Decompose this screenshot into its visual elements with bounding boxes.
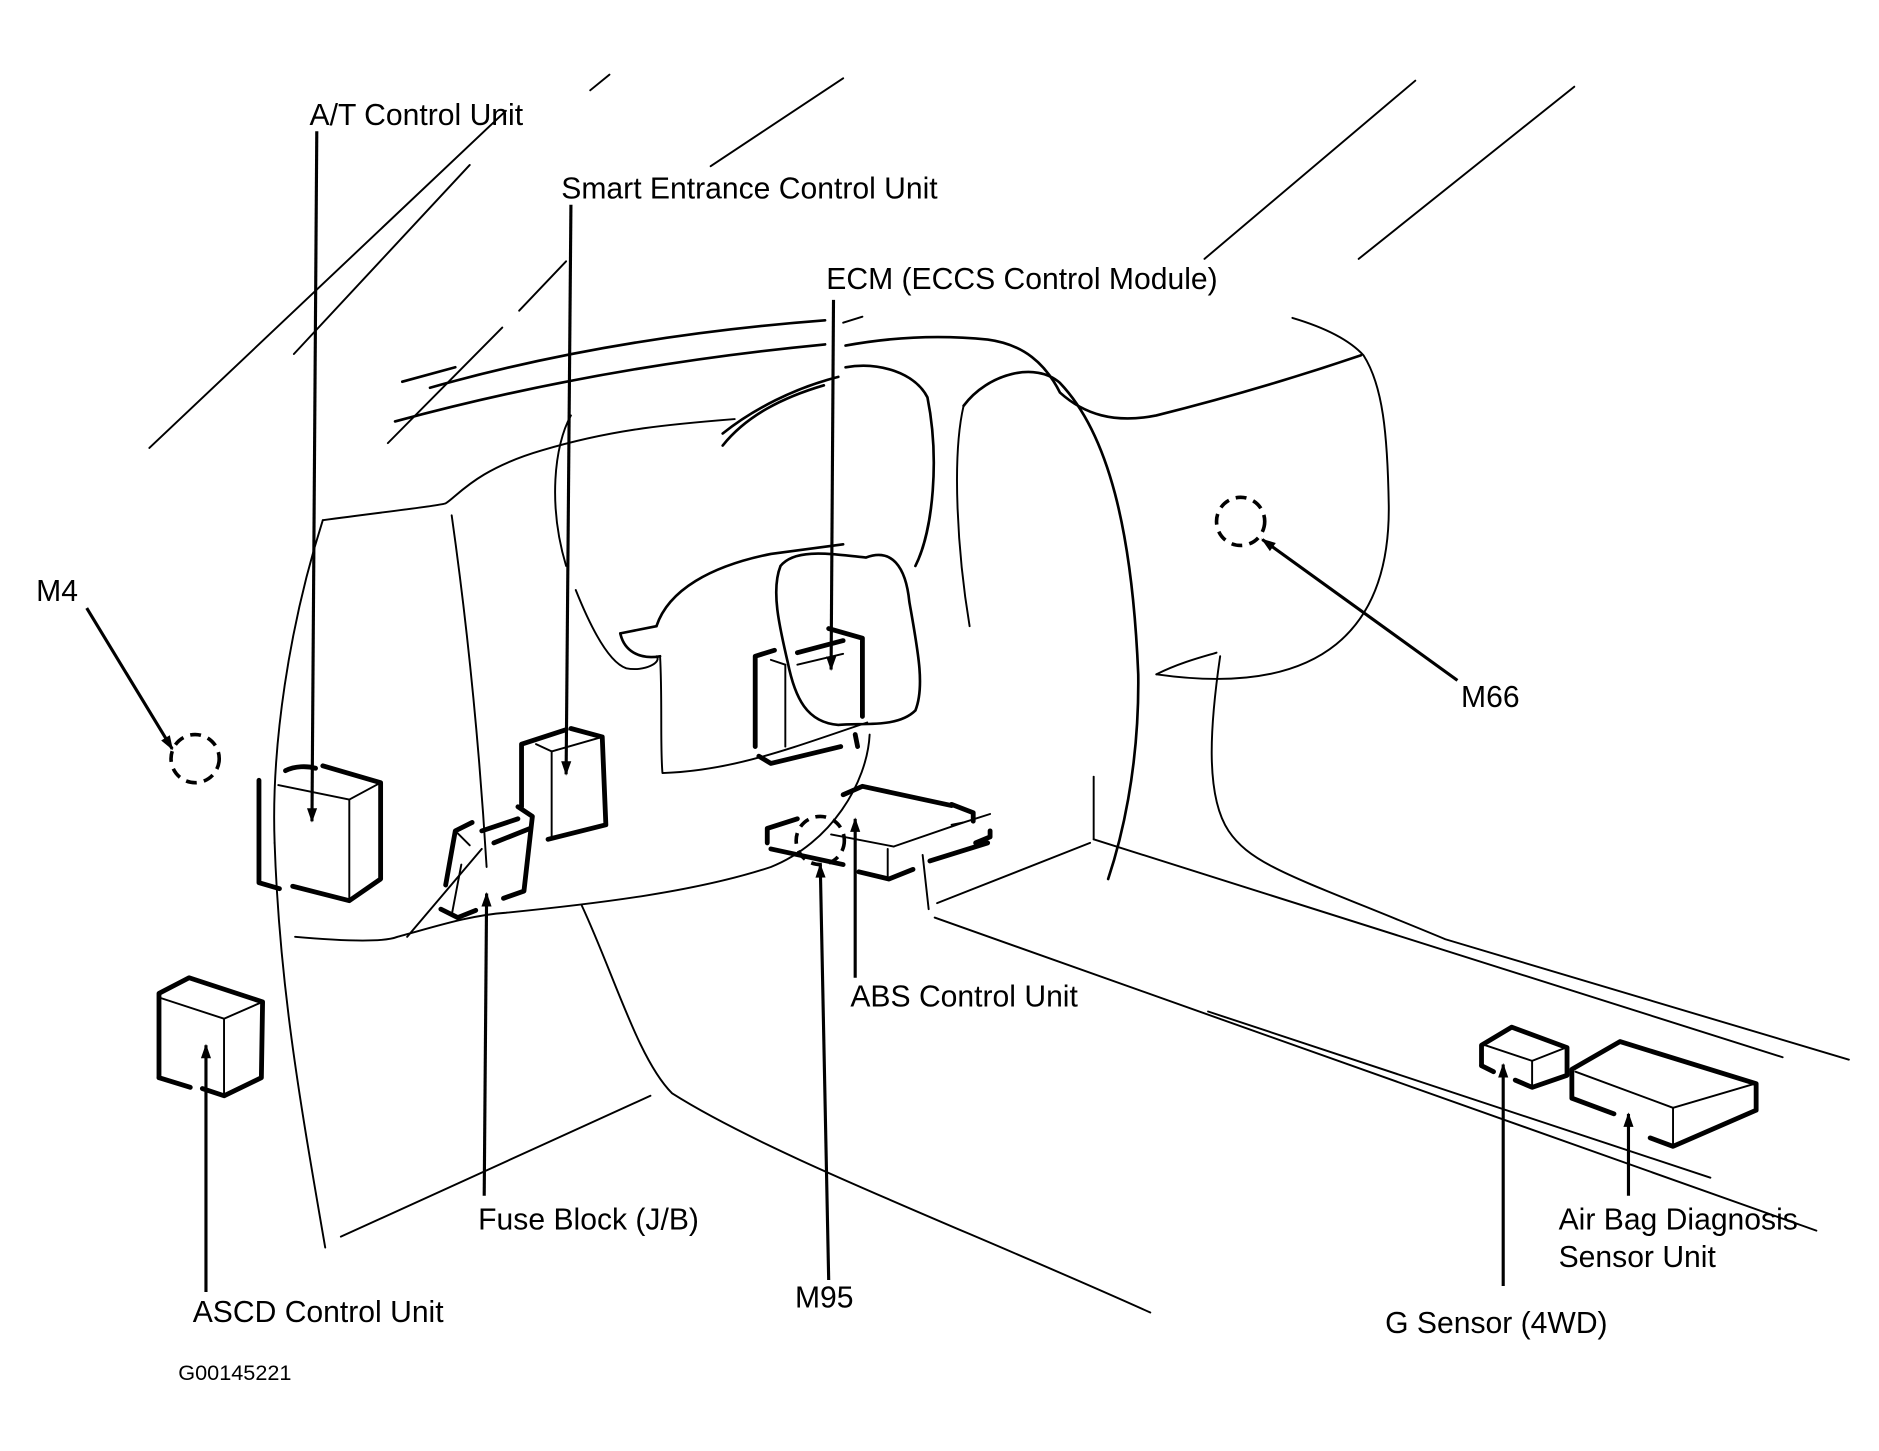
label-ascd-control-unit: ASCD Control Unit: [193, 1296, 445, 1329]
label-g-sensor: G Sensor (4WD): [1385, 1307, 1607, 1340]
abs-control-unit-box[interactable]: [764, 783, 993, 882]
label-abs-control-unit: ABS Control Unit: [850, 981, 1078, 1014]
dash-panel: [273, 315, 1850, 1314]
arrow-smart-entrance: [561, 204, 573, 776]
fuse-block-box[interactable]: [438, 804, 535, 920]
label-air-bag-line2: Sensor Unit: [1559, 1241, 1717, 1274]
label-m4: M4: [36, 575, 78, 608]
ascd-control-unit-box[interactable]: [156, 975, 265, 1099]
figure-id: G00145221: [178, 1360, 291, 1385]
arrow-m95: [815, 863, 831, 1281]
ecm-box[interactable]: [752, 626, 865, 766]
smart-entrance-unit-box[interactable]: [519, 726, 609, 842]
steering-column: [774, 552, 922, 727]
label-fuse-block: Fuse Block (J/B): [478, 1203, 699, 1236]
leader-arrows: [85, 131, 1634, 1293]
arrow-m66: [1261, 538, 1459, 682]
air-bag-sensor-box[interactable]: [1569, 1039, 1759, 1149]
arrow-fuse-block: [481, 892, 492, 1196]
label-smart-entrance-control-unit: Smart Entrance Control Unit: [561, 173, 938, 206]
label-ecm: ECM (ECCS Control Module): [826, 263, 1217, 296]
label-at-control-unit: A/T Control Unit: [310, 99, 524, 132]
arrow-ecm: [826, 299, 837, 671]
arrow-m4: [85, 607, 174, 751]
arrow-at-control-unit: [306, 131, 319, 823]
connector-m4-circle[interactable]: [169, 732, 222, 785]
connector-m66-circle[interactable]: [1214, 495, 1267, 548]
label-m66: M66: [1461, 681, 1520, 714]
windshield-lines: [148, 73, 1576, 449]
label-air-bag-line1: Air Bag Diagnosis: [1559, 1203, 1798, 1236]
g-sensor-box[interactable]: [1479, 1024, 1570, 1090]
label-m95: M95: [795, 1282, 854, 1315]
